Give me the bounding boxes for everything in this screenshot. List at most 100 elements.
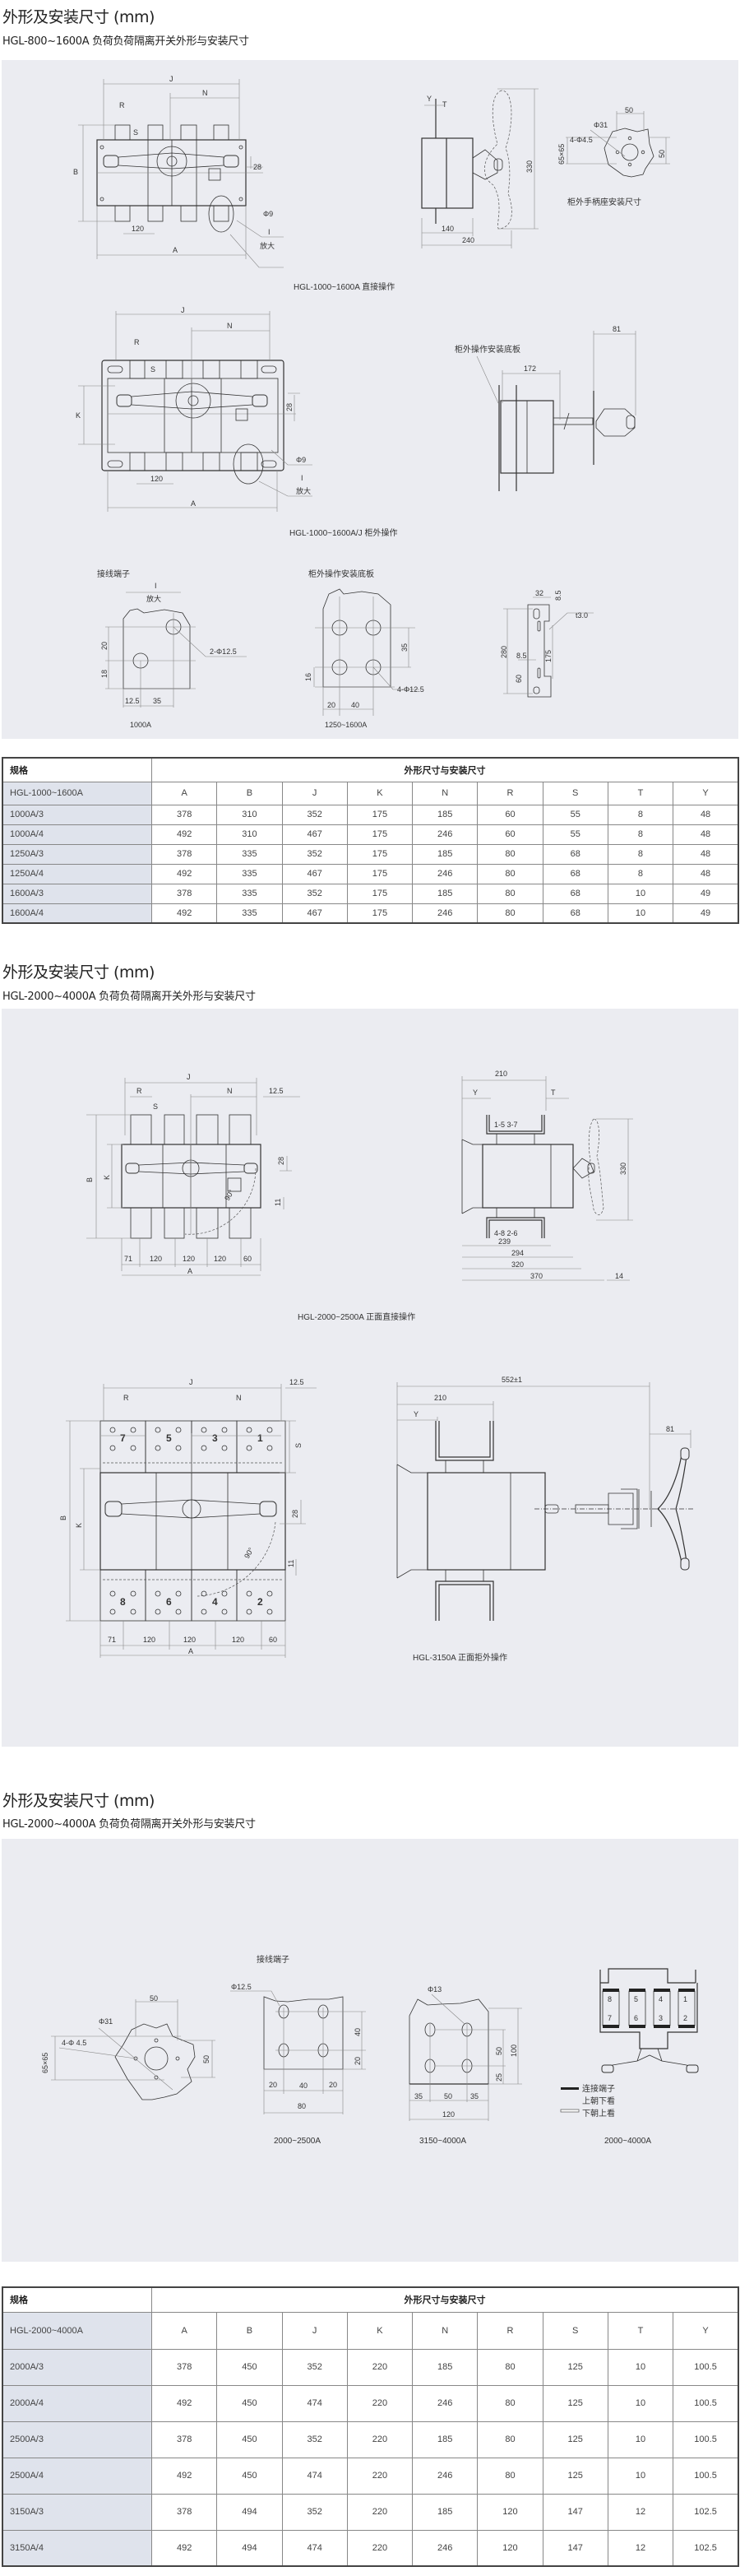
spec-name-cell: 3150A/4 — [2, 2529, 152, 2567]
value-cell: 100.5 — [673, 2421, 739, 2458]
value-cell: 80 — [477, 863, 543, 884]
drawing-panel-1: J N R S 28 B 120 Φ9 I 放大 A Y T 330 140 2… — [2, 60, 738, 739]
legend-hollow-marker — [560, 2109, 580, 2113]
dim-label: B — [59, 1515, 67, 1520]
dim-label: 120 — [232, 1636, 244, 1644]
value-cell: 175 — [346, 863, 414, 884]
value-cell: 8 — [607, 843, 674, 865]
dim-label: 20 — [100, 642, 109, 650]
value-cell: 125 — [542, 2457, 608, 2495]
contact-number: 7 — [608, 2014, 612, 2022]
contact-number: 8 — [608, 1995, 612, 2003]
column-header: S — [542, 781, 608, 805]
value-cell: 147 — [542, 2493, 608, 2531]
dim-label: 120 — [143, 1636, 155, 1644]
value-cell: 352 — [281, 2348, 348, 2386]
dim-label: Y — [414, 1410, 419, 1418]
column-header: J — [281, 781, 348, 805]
value-cell: 378 — [150, 843, 218, 865]
value-cell: 48 — [673, 843, 739, 865]
value-cell: 378 — [150, 2493, 218, 2531]
value-cell: 175 — [346, 843, 414, 865]
terminal-number: 1 — [257, 1432, 263, 1444]
dim-label: 120 — [150, 1255, 162, 1263]
column-header: R — [477, 781, 543, 805]
side-view-external: 柜外操作安装底板 172 81 — [455, 325, 636, 491]
dimension-drawings-1000-1600a: J N R S 28 B 120 Φ9 I 放大 A Y T 330 140 2… — [73, 75, 670, 729]
dim-label: 120 — [183, 1255, 195, 1263]
handle-seat-detail: 50 Φ31 4-Φ4.5 65×65 50 柜外手柄座安装尺寸 — [557, 106, 670, 207]
value-cell: 492 — [150, 903, 218, 924]
value-cell: 125 — [542, 2421, 608, 2458]
spec-name-cell: 1000A/3 — [2, 804, 152, 825]
dim-label: N — [202, 89, 208, 97]
value-cell: 185 — [412, 2493, 479, 2531]
value-cell: 492 — [150, 2529, 218, 2567]
table-header-row: 规格外形尺寸与安装尺寸 — [2, 2286, 739, 2313]
dim-label: 330 — [619, 1163, 627, 1175]
dim-label: J — [187, 1073, 191, 1081]
contact-number: 4 — [659, 1995, 663, 2003]
contact-number: 3 — [659, 2014, 663, 2022]
section-title: 外形及安装尺寸 (mm) — [2, 8, 155, 26]
dim-label: 65×65 — [41, 2053, 49, 2073]
dim-label: Y — [473, 1088, 478, 1097]
dim-label: 294 — [511, 1249, 524, 1257]
column-header: A — [150, 781, 218, 805]
dim-label: 20 — [354, 2057, 362, 2065]
value-cell: 10 — [607, 2457, 674, 2495]
dim-label: 40 — [351, 701, 359, 709]
value-cell: 80 — [477, 883, 543, 904]
value-cell: 125 — [542, 2348, 608, 2386]
dim-label: J — [169, 75, 173, 83]
terminal-detail-1000a: I 放大 20 18 2-Φ12.5 12.5 35 1000A — [100, 582, 247, 729]
dim-label: 11 — [287, 1560, 295, 1567]
terminal-caption: 3150~4000A — [419, 2137, 466, 2146]
value-cell: 175 — [346, 883, 414, 904]
value-cell: 55 — [542, 804, 608, 825]
value-cell: 450 — [216, 2457, 283, 2495]
spec-name-cell: 1000A/4 — [2, 824, 152, 845]
value-cell: 100.5 — [673, 2348, 739, 2386]
dim-label: R — [134, 338, 140, 346]
column-header: S — [542, 2311, 608, 2350]
value-cell: 352 — [281, 883, 348, 904]
dim-label: 20 — [329, 2081, 337, 2089]
spec-name-cell: 1250A/3 — [2, 843, 152, 865]
dim-label: 14 — [615, 1272, 623, 1280]
value-cell: 68 — [542, 903, 608, 924]
dim-label: 40 — [299, 2082, 308, 2090]
column-header: A — [150, 2311, 218, 2350]
dim-label: K — [75, 1523, 83, 1528]
dim-label: N — [227, 322, 233, 330]
dim-label: 81 — [613, 325, 621, 333]
dim-label: 50 — [202, 2055, 210, 2063]
dim-label: 2-Φ12.5 — [210, 647, 237, 656]
value-cell: 8 — [607, 863, 674, 884]
contact-layout-diagram: 8 7 5 6 4 3 1 2 连接端子 上朝下看 下朝上看 2000~4000… — [560, 1968, 699, 2146]
dim-label: 12.5 — [269, 1087, 284, 1095]
spec-name-cell: 1250A/4 — [2, 863, 152, 884]
dim-label: 210 — [434, 1394, 446, 1402]
value-cell: 220 — [346, 2421, 414, 2458]
dim-label: Φ31 — [594, 121, 608, 129]
dim-label: 16 — [304, 673, 312, 681]
dim-label: N — [236, 1394, 242, 1402]
value-cell: 10 — [607, 2348, 674, 2386]
terminal-detail-2000-2500a: Φ12.5 40 20 20 40 20 80 2000~2500A — [230, 1983, 366, 2146]
contact-number: 5 — [634, 1995, 638, 2003]
dim-label: 放大 — [146, 594, 161, 603]
terminal-number: 3 — [212, 1432, 218, 1444]
dim-label: S — [150, 365, 155, 374]
dim-label: K — [103, 1175, 111, 1180]
plate-caption: 1250~1600A — [325, 721, 367, 729]
value-cell: 474 — [281, 2384, 348, 2422]
terminal-number: 5 — [166, 1432, 172, 1444]
dim-label: T — [442, 100, 447, 109]
dim-label: A — [191, 499, 196, 508]
figure-caption: HGL-1000~1600A 直接操作 — [294, 281, 395, 292]
dim-label: 120 — [150, 475, 163, 483]
value-cell: 378 — [150, 2421, 218, 2458]
value-cell: 494 — [216, 2529, 283, 2567]
dim-label: 552±1 — [502, 1376, 522, 1384]
